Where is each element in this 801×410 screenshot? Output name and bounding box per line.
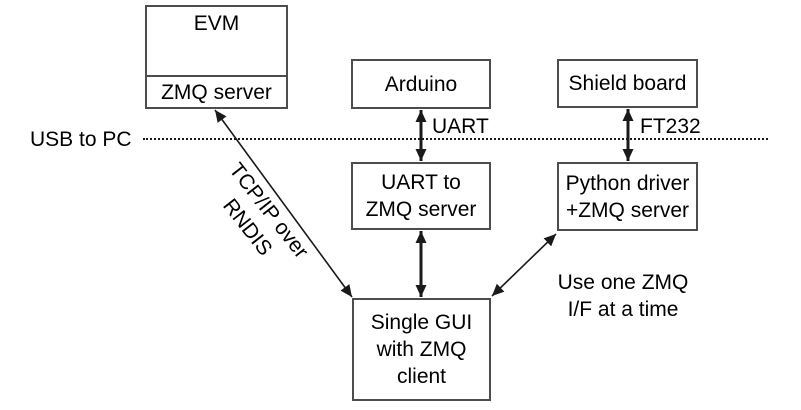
node-python-driver-line2: +ZMQ server [565, 198, 690, 222]
usb-to-pc-label: USB to PC [30, 128, 132, 151]
node-evm-zmq-server-section: ZMQ server [147, 75, 286, 107]
ft232-label: FT232 [640, 115, 701, 138]
node-shield-board-label: Shield board [568, 72, 687, 95]
node-uart-to-zmq-server: UART to ZMQ server [351, 162, 491, 230]
usb-boundary-dotted-line [143, 138, 768, 140]
node-single-gui-line3: client [396, 365, 447, 388]
node-single-gui-line2: with ZMQ [376, 338, 467, 361]
tcpip-rndis-label: TCP/IP over RNDIS [191, 143, 326, 294]
node-evm-subtitle: ZMQ server [161, 80, 272, 104]
node-evm: EVM ZMQ server [145, 5, 288, 109]
node-single-gui: Single GUI with ZMQ client [352, 298, 491, 401]
node-arduino-label: Arduino [384, 72, 458, 96]
zmq-note-line1: Use one ZMQ [557, 271, 689, 294]
zmq-note-label: Use one ZMQ I/F at a time [543, 269, 703, 323]
node-single-gui-line1: Single GUI [370, 311, 473, 334]
node-shield-board: Shield board [557, 59, 698, 108]
node-uart-to-zmq-line2: ZMQ server [365, 198, 477, 221]
uart-label: UART [432, 115, 489, 138]
zmq-note-line2: I/F at a time [567, 298, 679, 321]
node-evm-title: EVM [193, 12, 240, 35]
node-python-driver-line1: Python driver [565, 171, 690, 195]
node-uart-to-zmq-line1: UART to [381, 171, 461, 194]
node-python-driver: Python driver +ZMQ server [557, 162, 698, 231]
node-arduino: Arduino [351, 59, 491, 109]
